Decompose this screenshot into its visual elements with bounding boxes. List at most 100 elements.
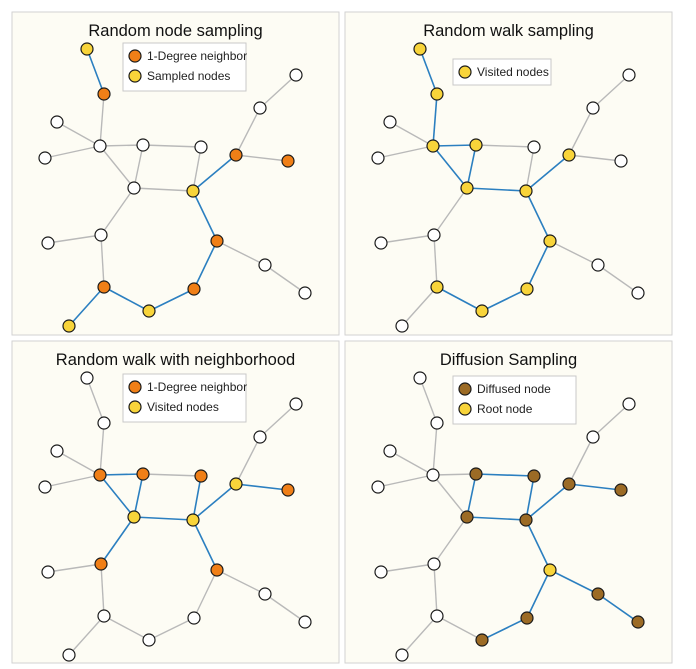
- graph-edge: [86, 377, 105, 424]
- graph-edge: [99, 145, 135, 189]
- graph-edge: [433, 234, 438, 288]
- graph-node-yellow: [520, 282, 534, 296]
- highlighted-edge: [466, 144, 477, 189]
- graph-edge: [99, 93, 105, 147]
- graph-node-orange: [229, 148, 243, 162]
- graph-node-orange: [97, 280, 111, 294]
- graph-node-unsampled: [136, 138, 150, 152]
- graph-edge: [419, 377, 438, 424]
- graph-node-unsampled: [383, 444, 397, 458]
- graph-edge: [216, 240, 266, 266]
- highlighted-edge: [481, 288, 528, 312]
- highlighted-edge: [481, 617, 528, 641]
- highlighted-edge: [193, 240, 218, 290]
- panel-title: Random node sampling: [88, 22, 262, 40]
- graph-node-orange: [94, 557, 108, 571]
- graph-edge: [401, 286, 438, 327]
- graph-node-unsampled: [586, 101, 600, 115]
- graph-edge: [192, 146, 202, 192]
- graph-node-unsampled: [430, 416, 444, 430]
- legend-label: 1-Degree neighbor: [147, 380, 247, 394]
- graph-node-brown: [614, 483, 628, 497]
- graph-node-unsampled: [374, 565, 388, 579]
- graph-node-unsampled: [253, 101, 267, 115]
- graph-edge: [436, 615, 483, 641]
- legend-marker: [458, 382, 472, 396]
- panel-title: Random walk sampling: [423, 22, 594, 40]
- graph-node-yellow: [426, 139, 440, 153]
- graph-edge: [47, 234, 102, 244]
- graph-edge: [99, 422, 105, 476]
- graph-node-orange: [281, 483, 295, 497]
- graph-node-brown: [469, 467, 483, 481]
- graph-edge: [592, 403, 630, 438]
- graph-node-unsampled: [50, 115, 64, 129]
- graph-node-unsampled: [258, 258, 272, 272]
- graph-edge: [235, 154, 289, 162]
- edges: [377, 377, 639, 656]
- graph-node-unsampled: [187, 611, 201, 625]
- graph-node-yellow: [186, 184, 200, 198]
- graph-node-orange: [187, 282, 201, 296]
- graph-node-yellow: [460, 181, 474, 195]
- graph-node-unsampled: [395, 648, 409, 662]
- graph-edge: [133, 144, 144, 189]
- graph-edge: [432, 422, 438, 476]
- graph-node-brown: [519, 513, 533, 527]
- graph-node-unsampled: [298, 615, 312, 629]
- graph-node-unsampled: [97, 416, 111, 430]
- highlighted-edge: [103, 286, 150, 312]
- graph-edge: [259, 403, 297, 438]
- graph-edge: [56, 450, 101, 476]
- graph-edge: [44, 474, 101, 488]
- graph-node-unsampled: [631, 286, 645, 300]
- graph-edge: [193, 569, 218, 619]
- graph-node-yellow: [413, 42, 427, 56]
- highlighted-edge: [86, 48, 105, 95]
- graph-edge: [432, 473, 477, 476]
- graph-node-unsampled: [614, 154, 628, 168]
- graph-edge: [568, 107, 594, 156]
- graph-node-unsampled: [289, 68, 303, 82]
- graph-edge: [433, 563, 438, 617]
- highlighted-edge: [597, 593, 639, 623]
- legend-marker: [458, 65, 472, 79]
- graph-node-unsampled: [527, 140, 541, 154]
- graph-node-yellow: [142, 304, 156, 318]
- graph-node-yellow: [229, 477, 243, 491]
- highlighted-edge: [133, 473, 144, 518]
- graph-node-orange: [97, 87, 111, 101]
- graph-edge: [380, 234, 435, 244]
- graph-edge: [99, 144, 144, 147]
- graph-edge: [56, 121, 101, 147]
- graph-node-unsampled: [371, 480, 385, 494]
- graph-node-orange: [210, 234, 224, 248]
- legend-box: [122, 373, 247, 423]
- legend: Visited nodes: [452, 58, 552, 86]
- highlighted-edge: [192, 190, 218, 242]
- graph-node-yellow: [543, 563, 557, 577]
- graph-node-yellow: [430, 280, 444, 294]
- legend-box: [122, 42, 247, 92]
- highlighted-edge: [525, 519, 551, 571]
- highlighted-edge: [526, 569, 551, 619]
- legend-box: [452, 375, 577, 425]
- graph-node-orange: [136, 467, 150, 481]
- graph-edge: [377, 145, 434, 159]
- highlighted-edge: [99, 474, 135, 518]
- graph-node-unsampled: [622, 68, 636, 82]
- graph-node-unsampled: [38, 151, 52, 165]
- graph-node-unsampled: [427, 228, 441, 242]
- graph-edge: [389, 450, 434, 476]
- graph-edge: [133, 187, 194, 192]
- graph-edge: [100, 187, 135, 236]
- graph-node-unsampled: [80, 371, 94, 385]
- legend-marker: [458, 402, 472, 416]
- graph-node-yellow: [543, 234, 557, 248]
- graph-edge: [377, 474, 434, 488]
- graph-node-unsampled: [194, 140, 208, 154]
- graph-edge: [259, 74, 297, 109]
- graph-edge: [103, 615, 150, 641]
- highlighted-edge: [549, 569, 599, 595]
